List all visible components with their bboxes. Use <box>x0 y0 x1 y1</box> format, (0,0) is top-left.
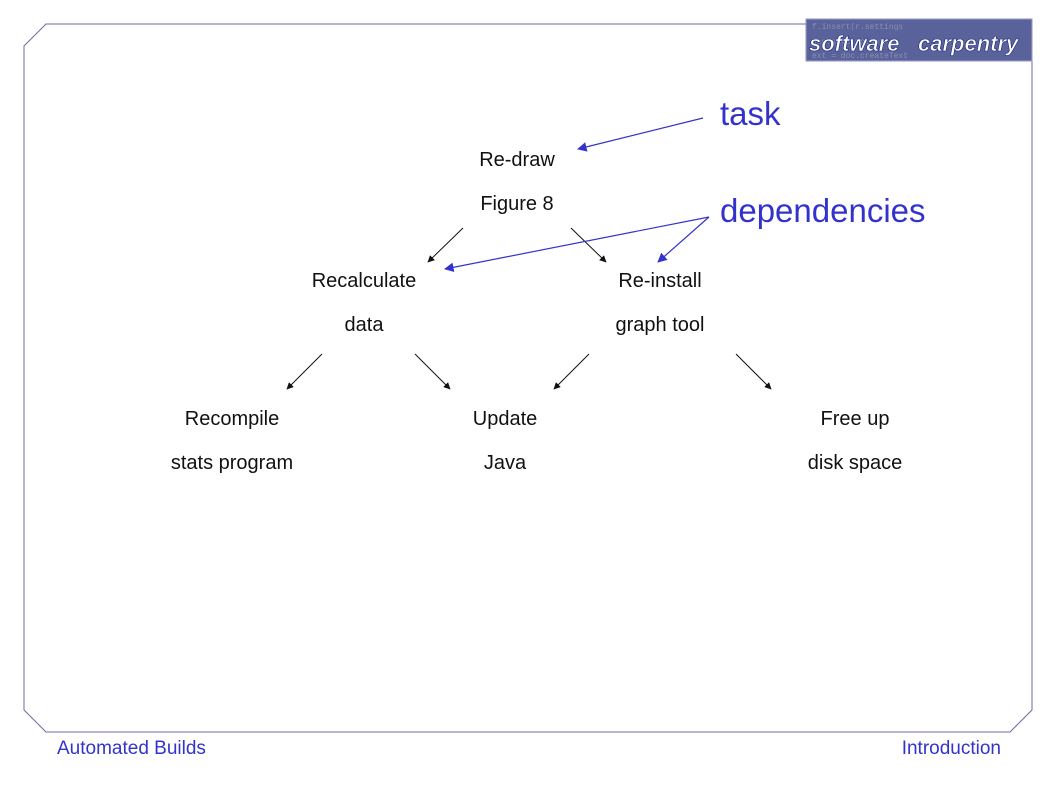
node-recalculate-line2: data <box>345 314 385 336</box>
slide-frame <box>23 23 1033 733</box>
annotation-dependency-arrow-recalculate <box>444 216 710 273</box>
node-recompile-stats: Recompile stats program <box>171 408 293 474</box>
annotation-task-label: task <box>720 95 781 132</box>
annotation-dependencies-label: dependencies <box>720 192 926 229</box>
node-recalculate-line1: Recalculate <box>312 270 417 292</box>
logo-code-line-1: f.insert(r.settings <box>812 23 903 32</box>
edge-reinstall-to-update <box>553 353 590 390</box>
node-update-java: Update Java <box>473 408 538 474</box>
logo-code-line-2: doc.setting.get <box>812 38 884 47</box>
node-recompile-line1: Recompile <box>185 408 279 430</box>
node-redraw-line2: Figure 8 <box>480 193 553 215</box>
footer-left-title: Automated Builds <box>57 738 206 759</box>
node-reinstall-line1: Re-install <box>618 270 701 292</box>
node-redraw-figure: Re-draw Figure 8 <box>479 149 555 215</box>
edge-reinstall-to-freeup <box>735 353 772 390</box>
node-freeup-line1: Free up <box>821 408 890 430</box>
node-redraw-line1: Re-draw <box>479 149 555 171</box>
node-recompile-line2: stats program <box>171 452 293 474</box>
software-carpentry-logo: f.insert(r.settings doc.setting.get ext … <box>805 18 1033 62</box>
node-recalculate-data: Recalculate data <box>312 270 417 336</box>
edge-root-to-recalculate <box>427 227 464 263</box>
logo-word-carpentry: carpentry <box>918 31 1020 56</box>
node-reinstall-graph-tool: Re-install graph tool <box>616 270 705 336</box>
node-freeup-line2: disk space <box>808 452 903 474</box>
footer-right-section: Introduction <box>902 738 1001 759</box>
edge-recalculate-to-update <box>414 353 451 390</box>
node-update-line1: Update <box>473 408 538 430</box>
logo-code-line-3: ext = doc.createText <box>812 52 908 61</box>
node-reinstall-line2: graph tool <box>616 314 705 336</box>
edge-root-to-reinstall <box>570 227 607 263</box>
logo-word-software: software <box>809 31 899 56</box>
annotation-task-arrow <box>577 117 704 152</box>
edge-recalculate-to-recompile <box>286 353 323 390</box>
annotation-dependency-arrow-reinstall <box>657 216 710 263</box>
node-update-line2: Java <box>484 452 527 474</box>
node-free-disk-space: Free up disk space <box>808 408 903 474</box>
